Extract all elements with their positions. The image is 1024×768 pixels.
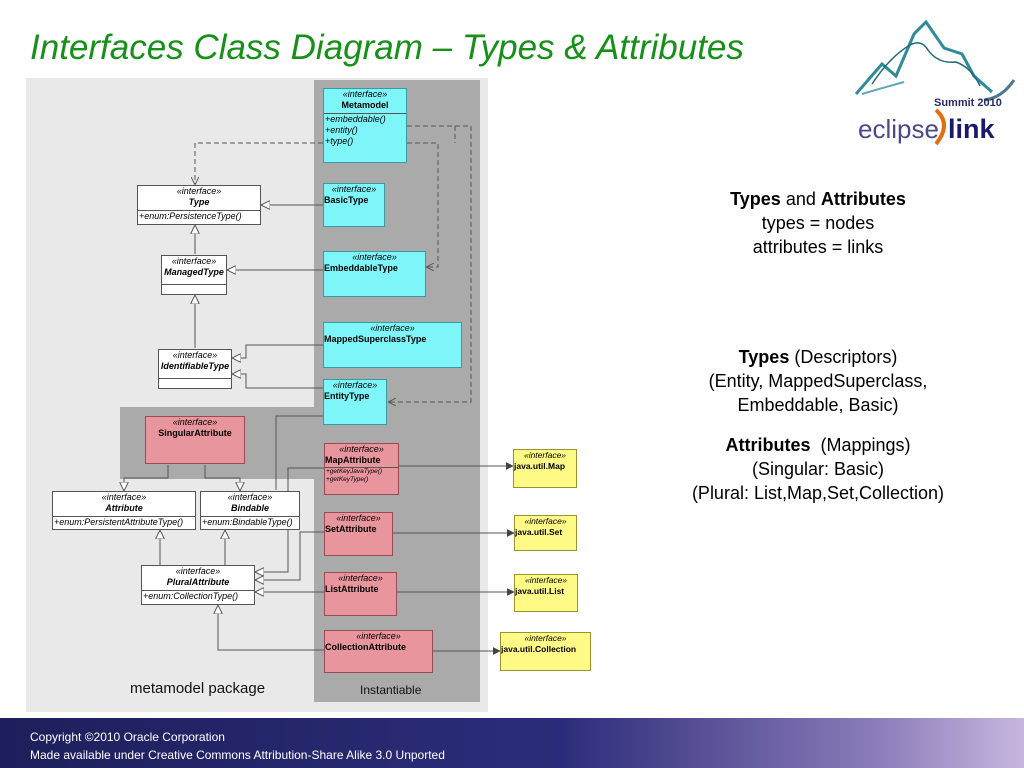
types-descriptors-note: Types (Descriptors) (Entity, MappedSuper… bbox=[640, 345, 996, 417]
types-list-line: (Entity, MappedSuperclass, bbox=[708, 371, 928, 391]
stereotype: «interface» bbox=[352, 252, 397, 262]
map-attribute-interface[interactable]: «interface» MapAttribute +getKeyJavaType… bbox=[324, 443, 399, 495]
attributes-heading: Attributes bbox=[820, 189, 906, 209]
class-name: Metamodel bbox=[341, 100, 389, 110]
types-heading: Types bbox=[730, 189, 781, 209]
class-name: MappedSuperclassType bbox=[324, 334, 427, 344]
type-interface[interactable]: «interface» Type +enum:PersistenceType() bbox=[137, 185, 261, 225]
stereotype: «interface» bbox=[175, 566, 221, 576]
descriptors-text: (Descriptors) bbox=[794, 347, 898, 367]
types-list-line-2: Embeddable, Basic) bbox=[737, 395, 899, 415]
stereotype: «interface» bbox=[370, 323, 415, 333]
summit-text: Summit 2010 bbox=[934, 97, 1002, 109]
stereotype: «interface» bbox=[339, 444, 384, 454]
stereotype: «interface» bbox=[356, 631, 401, 641]
class-name: IdentifiableType bbox=[160, 361, 230, 371]
operation: +enum:PersistenceType() bbox=[139, 211, 242, 221]
plural-attribute-interface[interactable]: «interface» PluralAttribute +enum:Collec… bbox=[141, 565, 255, 605]
class-name: Attribute bbox=[105, 503, 143, 513]
attributes-heading: Attributes bbox=[725, 435, 811, 455]
collection-attribute-interface[interactable]: «interface» CollectionAttribute bbox=[324, 630, 433, 673]
bindable-interface[interactable]: «interface» Bindable +enum:BindableType(… bbox=[200, 491, 300, 530]
operation: +enum:PersistentAttributeType() bbox=[54, 517, 184, 527]
stereotype: «interface» bbox=[523, 450, 567, 460]
metamodel-interface[interactable]: «interface» Metamodel +embeddable() +ent… bbox=[323, 88, 407, 163]
class-name: SingularAttribute bbox=[158, 428, 232, 438]
package-label: metamodel package bbox=[130, 680, 266, 697]
stereotype: «interface» bbox=[524, 516, 567, 526]
page-title: Interfaces Class Diagram – Types & Attri… bbox=[30, 28, 744, 67]
and-text: and bbox=[785, 189, 816, 209]
mappings-text: (Mappings) bbox=[820, 435, 911, 455]
stereotype: «interface» bbox=[524, 633, 567, 643]
basic-type-interface[interactable]: «interface» BasicType bbox=[323, 183, 385, 227]
class-name: BasicType bbox=[324, 195, 369, 205]
types-and-attributes-note: Types and Attributes types = nodes attri… bbox=[640, 187, 996, 259]
stereotype: «interface» bbox=[227, 492, 273, 502]
stereotype: «interface» bbox=[171, 256, 217, 266]
plural-line: (Plural: List,Map,Set,Collection) bbox=[691, 483, 945, 503]
class-name: java.util.Collection bbox=[501, 644, 577, 654]
java-util-collection-interface[interactable]: «interface» java.util.Collection bbox=[500, 632, 591, 671]
attributes-links-line: attributes = links bbox=[752, 237, 884, 257]
singular-attribute-interface[interactable]: «interface» SingularAttribute bbox=[145, 416, 245, 464]
stereotype: «interface» bbox=[331, 184, 377, 194]
stereotype: «interface» bbox=[524, 575, 568, 585]
eclipselink-logo: Summit 2010 eclipse link bbox=[854, 19, 1016, 146]
stereotype: «interface» bbox=[101, 492, 147, 502]
class-name: CollectionAttribute bbox=[325, 642, 406, 652]
class-name: java.util.Set bbox=[515, 527, 563, 537]
operation: +enum:CollectionType() bbox=[143, 591, 239, 601]
attribute-interface[interactable]: «interface» Attribute +enum:PersistentAt… bbox=[52, 491, 196, 530]
class-name: ManagedType bbox=[164, 267, 224, 277]
stereotype: «interface» bbox=[332, 380, 378, 390]
operation: +getKeyJavaType() bbox=[326, 468, 383, 475]
operation: +embeddable() bbox=[325, 114, 386, 124]
operation: +getKeyType() bbox=[326, 476, 369, 483]
entity-type-interface[interactable]: «interface» EntityType bbox=[323, 379, 387, 425]
class-name: Bindable bbox=[230, 503, 269, 513]
eclipse-text: eclipse bbox=[858, 114, 939, 144]
operation: +enum:BindableType() bbox=[202, 517, 293, 527]
identifiable-type-interface[interactable]: «interface» IdentifiableType bbox=[158, 349, 232, 389]
link-text: link bbox=[948, 114, 995, 144]
set-attribute-interface[interactable]: «interface» SetAttribute bbox=[324, 512, 393, 556]
class-name: SetAttribute bbox=[325, 524, 377, 534]
stereotype: «interface» bbox=[176, 186, 222, 196]
stereotype: «interface» bbox=[336, 513, 381, 523]
license-text: Made available under Creative Commons At… bbox=[30, 748, 445, 762]
singular-line: (Singular: Basic) bbox=[751, 459, 885, 479]
types-nodes-line: types = nodes bbox=[761, 213, 875, 233]
class-name: ListAttribute bbox=[325, 584, 379, 594]
stereotype: «interface» bbox=[172, 350, 218, 360]
java-util-list-interface[interactable]: «interface» java.util.List bbox=[514, 574, 578, 612]
operation: +type() bbox=[325, 136, 354, 146]
class-name: EntityType bbox=[324, 391, 370, 401]
stereotype: «interface» bbox=[342, 89, 388, 99]
class-name: EmbeddableType bbox=[324, 263, 398, 273]
class-name: Type bbox=[188, 197, 210, 207]
java-util-map-interface[interactable]: «interface» java.util.Map bbox=[513, 449, 577, 488]
copyright-text: Copyright ©2010 Oracle Corporation bbox=[30, 730, 225, 744]
types-heading: Types bbox=[738, 347, 790, 367]
managed-type-interface[interactable]: «interface» ManagedType bbox=[161, 255, 227, 295]
operation: +entity() bbox=[325, 125, 358, 135]
stereotype: «interface» bbox=[172, 417, 218, 427]
attributes-mappings-note: Attributes (Mappings) (Singular: Basic) … bbox=[640, 433, 996, 505]
class-name: MapAttribute bbox=[325, 455, 381, 465]
instantiable-label: Instantiable bbox=[360, 683, 422, 697]
stereotype: «interface» bbox=[338, 573, 383, 583]
java-util-set-interface[interactable]: «interface» java.util.Set bbox=[514, 515, 577, 551]
class-name: PluralAttribute bbox=[166, 577, 230, 587]
list-attribute-interface[interactable]: «interface» ListAttribute bbox=[324, 572, 397, 616]
embeddable-type-interface[interactable]: «interface» EmbeddableType bbox=[323, 251, 426, 297]
footer-bar: Copyright ©2010 Oracle Corporation Made … bbox=[0, 718, 1024, 768]
class-name: java.util.List bbox=[515, 586, 565, 596]
mapped-superclass-type-interface[interactable]: «interface» MappedSuperclassType bbox=[323, 322, 462, 368]
class-name: java.util.Map bbox=[514, 461, 566, 471]
